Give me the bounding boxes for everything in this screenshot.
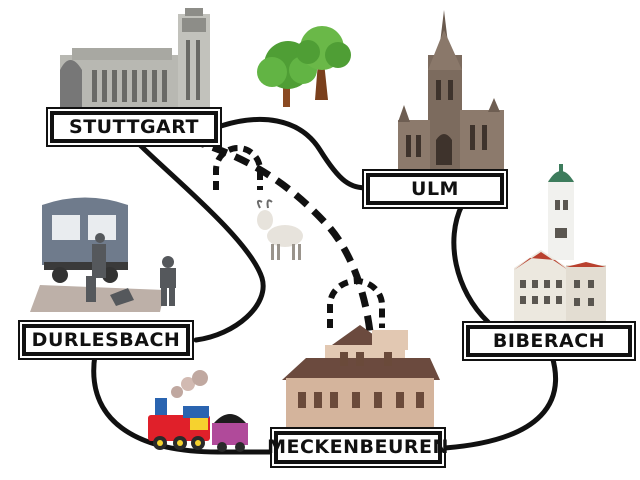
track-durlesbach-meckenbeuren [91, 352, 278, 455]
trees-icon [257, 26, 351, 107]
biberach-building [514, 164, 606, 325]
track-biberach-meckenbeuren [442, 353, 558, 451]
track-stuttgart-ulm [212, 116, 371, 191]
meckenbeuren-station-building [282, 325, 440, 430]
track-stuttgart-durlesbach [137, 142, 266, 343]
goat-icon [256, 199, 303, 260]
station-label-biberach: BIBERACH [466, 325, 632, 357]
ulm-minster-building [398, 10, 504, 170]
track-ulm-biberach [451, 202, 491, 325]
tunnel-icon [213, 145, 385, 328]
station-label-meckenbeuren: MECKENBEUREN [267, 431, 448, 464]
conductor-figure-icon [86, 233, 176, 306]
locomotive-icon [148, 370, 248, 452]
tunnel-route-dashed [189, 136, 374, 333]
station-label-ulm: ULM [366, 173, 504, 205]
railway-wagon-icon [30, 197, 165, 312]
stuttgart-station-building [60, 8, 210, 110]
station-label-durlesbach: DURLESBACH [22, 324, 190, 356]
track-lines [91, 116, 558, 455]
station-label-stuttgart: STUTTGART [50, 111, 218, 143]
